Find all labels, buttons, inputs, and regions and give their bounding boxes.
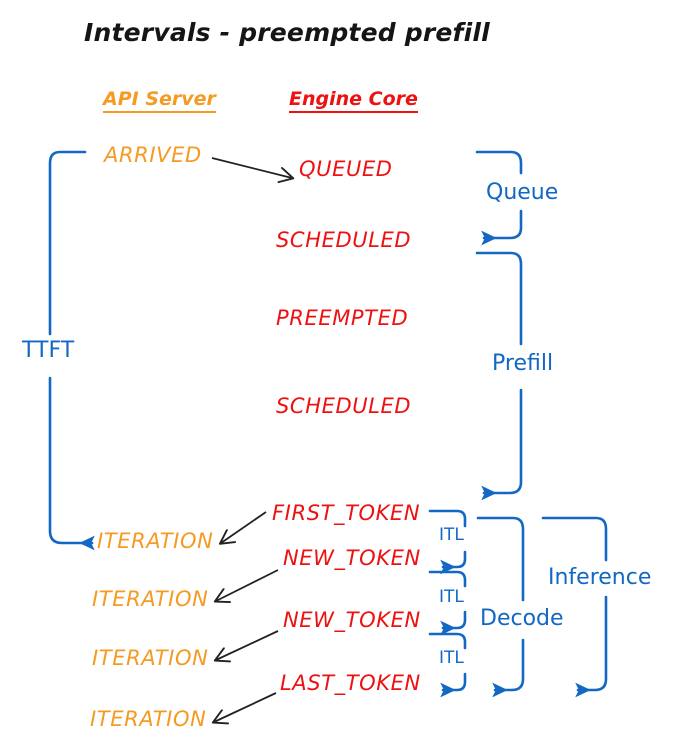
arrow-arrived-to-queued bbox=[211, 157, 292, 178]
event-preempted: PREEMPTED bbox=[276, 306, 409, 330]
event-scheduled-2: SCHEDULED bbox=[276, 394, 412, 418]
arrow-new-token-1-to-iteration bbox=[216, 569, 279, 601]
interval-label-itl-2: ITL bbox=[439, 587, 464, 607]
arrow-new-token-2-to-iteration bbox=[216, 630, 279, 660]
interval-label-ttft: TTFT bbox=[22, 338, 75, 363]
interval-label-inference: Inference bbox=[548, 565, 652, 590]
bracket-prefill bbox=[475, 251, 523, 501]
bracket-itl-1 bbox=[428, 509, 467, 575]
event-new-token-1: NEW_TOKEN bbox=[283, 546, 421, 570]
event-iteration-2: ITERATION bbox=[92, 587, 209, 611]
interval-label-itl-3: ITL bbox=[439, 648, 464, 668]
event-first-token: FIRST_TOKEN bbox=[272, 501, 421, 525]
arrow-last-token-to-iteration bbox=[214, 692, 277, 722]
column-header-api-server: API Server bbox=[103, 90, 216, 113]
event-last-token: LAST_TOKEN bbox=[280, 671, 421, 695]
bracket-itl-2 bbox=[428, 570, 467, 636]
event-iteration-1: ITERATION bbox=[97, 529, 214, 553]
bracket-decode bbox=[476, 516, 525, 698]
arrow-first-token-to-iteration bbox=[221, 511, 267, 543]
event-new-token-2: NEW_TOKEN bbox=[283, 608, 421, 632]
diagram-title: Intervals - preempted prefill bbox=[84, 18, 490, 47]
event-scheduled-1: SCHEDULED bbox=[276, 228, 412, 252]
bracket-ttft bbox=[48, 150, 95, 551]
event-iteration-3: ITERATION bbox=[92, 646, 209, 670]
bracket-inference bbox=[541, 516, 608, 698]
column-header-engine-core: Engine Core bbox=[289, 90, 418, 113]
interval-label-prefill: Prefill bbox=[492, 351, 554, 376]
interval-label-itl-1: ITL bbox=[439, 525, 464, 545]
bracket-queue bbox=[475, 150, 523, 246]
event-queued: QUEUED bbox=[299, 157, 393, 181]
interval-label-decode: Decode bbox=[480, 606, 564, 631]
event-arrived: ARRIVED bbox=[104, 143, 202, 167]
bracket-itl-3 bbox=[428, 632, 467, 698]
event-iteration-4: ITERATION bbox=[90, 707, 207, 731]
interval-label-queue: Queue bbox=[486, 180, 559, 205]
